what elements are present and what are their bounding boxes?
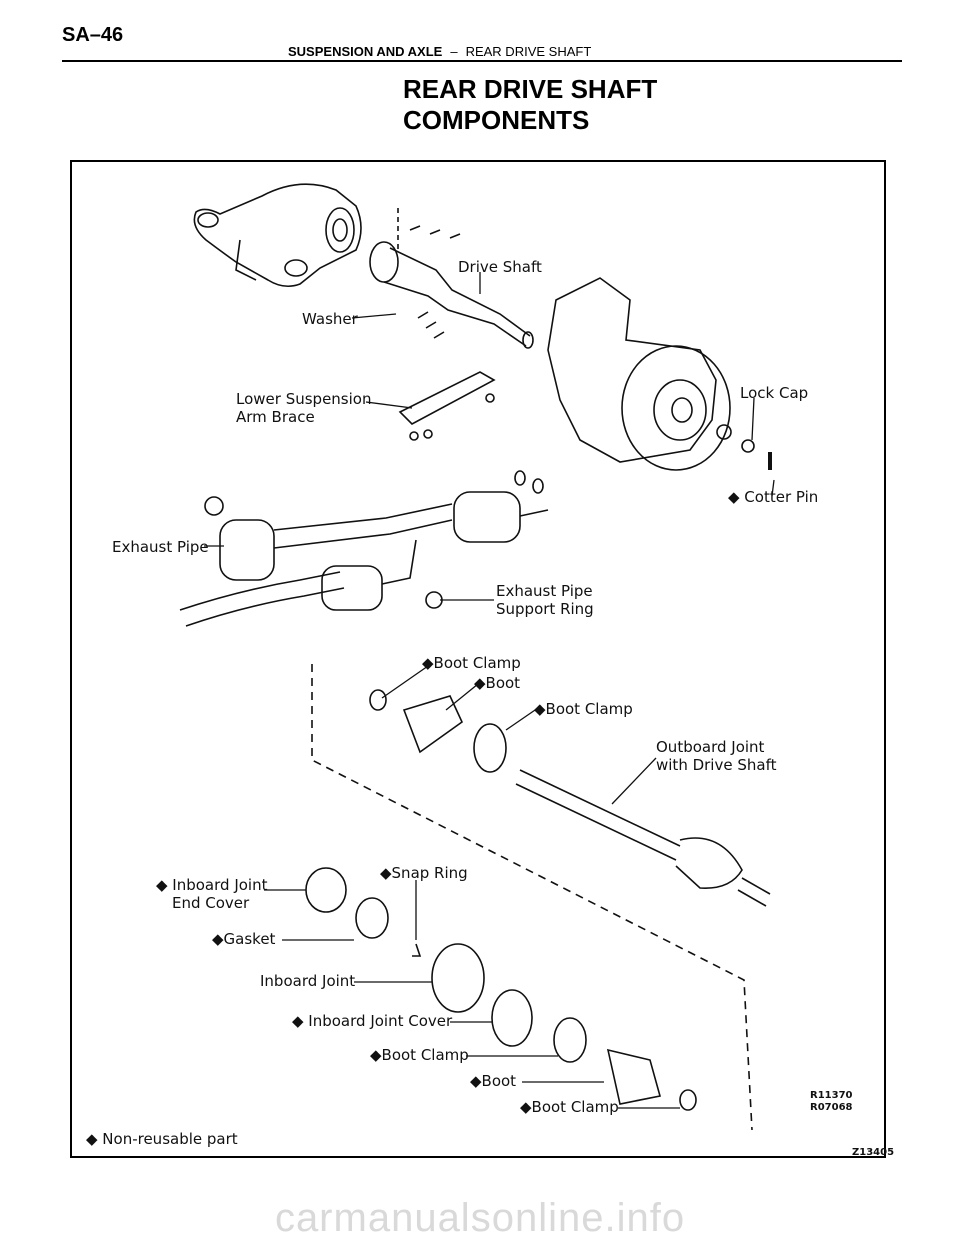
leader-lines [204,272,775,1109]
header-subsection: REAR DRIVE SHAFT [465,44,592,59]
diagram-frame [70,160,886,1158]
drive-shaft-drawing [369,208,534,349]
label-boot-1: ◆Boot [474,674,520,692]
label-inboard-end-cover-2: End Cover [172,894,250,912]
header-rule [62,60,902,62]
watermark: carmanualsonline.info [274,1196,686,1240]
ref-code-2: R07068 [810,1102,853,1113]
label-exhaust-pipe: Exhaust Pipe [112,538,209,556]
rear-hub-drawing [547,277,772,471]
page-title: REAR DRIVE SHAFT COMPONENTS [403,74,657,136]
label-lower-suspension-1: Lower Suspension [236,390,371,408]
label-inboard-joint: Inboard Joint [260,972,355,990]
label-cotter-pin: ◆ Cotter Pin [728,488,818,506]
outboard-joint-drawing [311,664,771,1131]
ref-code-1: R11370 [810,1090,853,1101]
label-lower-suspension-2: Arm Brace [236,408,315,426]
exhaust-drawing [179,470,549,627]
label-inboard-joint-cover: ◆ Inboard Joint Cover [292,1012,453,1030]
title-line-1: REAR DRIVE SHAFT [403,74,658,104]
label-boot-clamp-3: ◆Boot Clamp [370,1046,469,1064]
running-header: SUSPENSION AND AXLE–REAR DRIVE SHAFT [288,44,591,59]
arm-brace-drawing [398,371,496,441]
label-snap-ring: ◆Snap Ring [380,864,468,882]
label-exhaust-support-2: Support Ring [496,600,594,618]
label-inboard-end-cover-1: ◆ Inboard Joint [156,876,268,894]
header-separator: – [450,44,458,59]
label-lock-cap: Lock Cap [740,384,808,402]
label-boot-clamp-4: ◆Boot Clamp [520,1098,619,1116]
header-section: SUSPENSION AND AXLE [288,44,443,59]
label-washer: Washer [302,310,359,328]
label-boot-2: ◆Boot [470,1072,516,1090]
label-gasket: ◆Gasket [212,930,276,948]
legend-non-reusable: ◆ Non-reusable part [86,1130,238,1148]
page-number: SA–46 [62,24,124,46]
label-exhaust-support-1: Exhaust Pipe [496,582,593,600]
figure-id: Z13405 [852,1147,894,1158]
title-line-2: COMPONENTS [403,105,590,135]
label-boot-clamp-1: ◆Boot Clamp [422,654,521,672]
label-outboard-1: Outboard Joint [656,738,765,756]
differential-drawing [193,183,362,288]
label-boot-clamp-2: ◆Boot Clamp [534,700,633,718]
label-outboard-2: with Drive Shaft [656,756,777,774]
label-drive-shaft: Drive Shaft [458,258,542,276]
